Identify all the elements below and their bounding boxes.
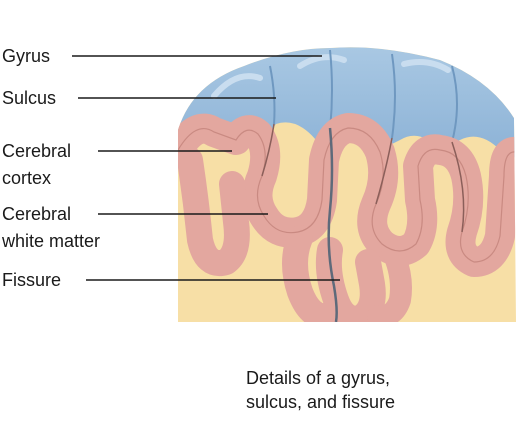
caption-line-2: sulcus, and fissure [246,392,396,412]
caption-line-1: Details of a gyrus, [246,368,391,388]
fissure-groove [327,127,338,322]
label-sulcus: Sulcus [2,88,57,108]
label-white-matter-line1: Cerebral [2,204,72,224]
label-cerebral-cortex-line2: cortex [2,168,52,188]
label-fissure: Fissure [2,270,62,290]
figure-caption: Details of a gyrus, sulcus, and fissure [246,366,395,414]
label-white-matter-line2: white matter [2,231,101,251]
label-cerebral-cortex-line1: Cerebral [2,141,72,161]
label-gyrus: Gyrus [2,46,51,66]
